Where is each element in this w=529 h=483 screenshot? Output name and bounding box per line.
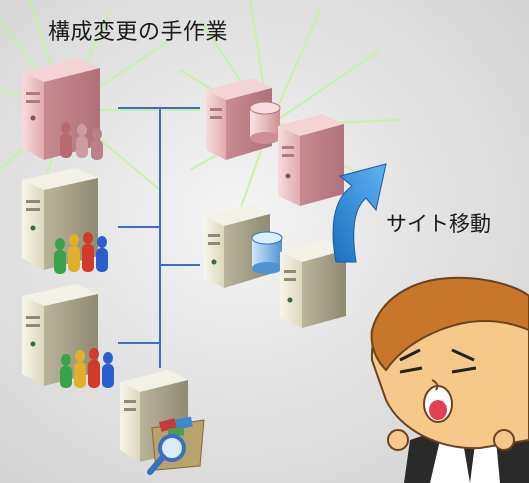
database-icon — [249, 101, 281, 144]
beige-server-icon — [22, 284, 98, 386]
beige-server-icon — [280, 240, 346, 328]
people-icon — [60, 122, 103, 160]
magnifier-icon — [147, 416, 205, 475]
site-move-arrow — [332, 163, 387, 263]
diagram-title: 構成変更の手作業 — [48, 20, 229, 45]
site-move-label: サイト移動 — [386, 212, 491, 236]
people-icon — [54, 232, 108, 274]
pink-server-icon — [278, 114, 344, 206]
people-icon — [60, 348, 114, 388]
stressed-person-icon — [370, 276, 529, 483]
network-lines — [118, 107, 200, 368]
database-icon — [251, 231, 283, 274]
